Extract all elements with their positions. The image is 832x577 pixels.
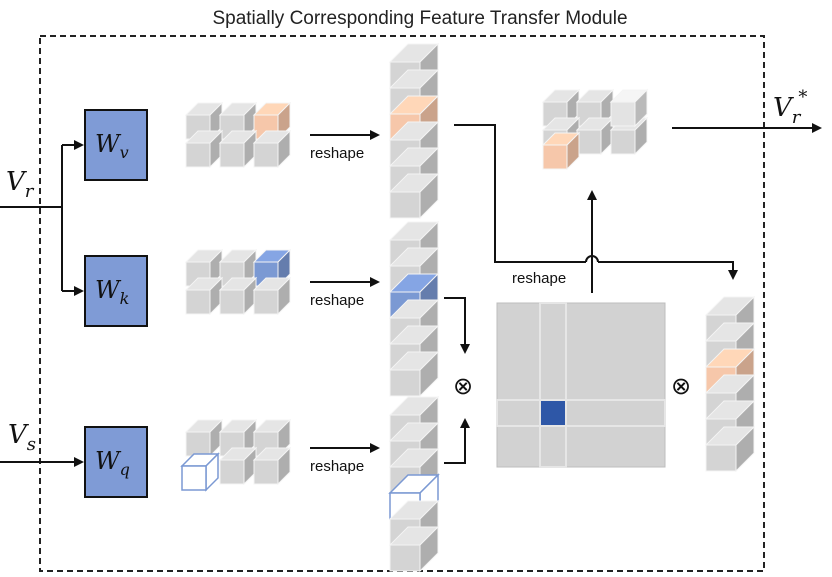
reshaped-column-key (388, 220, 440, 398)
feature-cubes-output (541, 88, 649, 171)
input-vs-label: Vs (8, 420, 36, 455)
feature-cube (575, 88, 615, 128)
feature-cube (218, 446, 258, 486)
feature-cube (184, 418, 224, 458)
feature-cube (218, 129, 258, 169)
weight-box-wk: Wk (84, 255, 148, 327)
output-label: Vr* (773, 87, 807, 128)
feature-cube (388, 525, 440, 573)
svg-text:Wk: Wk (95, 276, 129, 308)
value-column-right (704, 295, 756, 473)
feature-cube (704, 425, 756, 473)
feature-cube (184, 129, 224, 169)
input-connectors (0, 140, 84, 467)
diagram-title: Spatially Corresponding Feature Transfer… (212, 8, 627, 29)
feature-cubes-key (184, 248, 292, 316)
multiply-operator-left: ⊗ (453, 372, 473, 400)
feature-cube (184, 101, 224, 141)
feature-cubes-value (184, 101, 292, 169)
reshape-label-output: reshape (512, 270, 566, 287)
feature-cube (184, 276, 224, 316)
reshape-label-query: reshape (310, 458, 364, 475)
weight-box-wv: Wv (84, 109, 148, 181)
svg-text:Vr: Vr (6, 167, 35, 202)
attention-matrix-selected-cell (539, 399, 567, 427)
feature-cube (218, 276, 258, 316)
feature-cube (388, 172, 440, 220)
feature-cube (252, 129, 292, 169)
feature-cube (252, 446, 292, 486)
svg-text:Vs: Vs (8, 420, 36, 455)
feature-cube (609, 88, 649, 128)
feature-cube (180, 452, 220, 492)
multiply-operator-right: ⊗ (671, 372, 691, 400)
reshaped-column-value (388, 42, 440, 220)
feature-cube (252, 418, 292, 458)
reshaped-column-query (388, 395, 440, 573)
feature-cubes-query (180, 418, 292, 492)
reshape-label-value: reshape (310, 145, 364, 162)
svg-text:Vr*: Vr* (773, 87, 807, 128)
reshape-arrows (310, 130, 380, 453)
svg-text:Wq: Wq (95, 447, 130, 479)
feature-cube (541, 131, 581, 171)
svg-text:Wv: Wv (95, 130, 129, 162)
input-vr-label: Vr (6, 167, 35, 202)
feature-cube (252, 276, 292, 316)
weight-box-wq: Wq (84, 426, 148, 498)
attention-matrix (496, 302, 666, 468)
feature-cube (388, 350, 440, 398)
reshape-label-key: reshape (310, 292, 364, 309)
multiply-inputs (444, 297, 470, 464)
